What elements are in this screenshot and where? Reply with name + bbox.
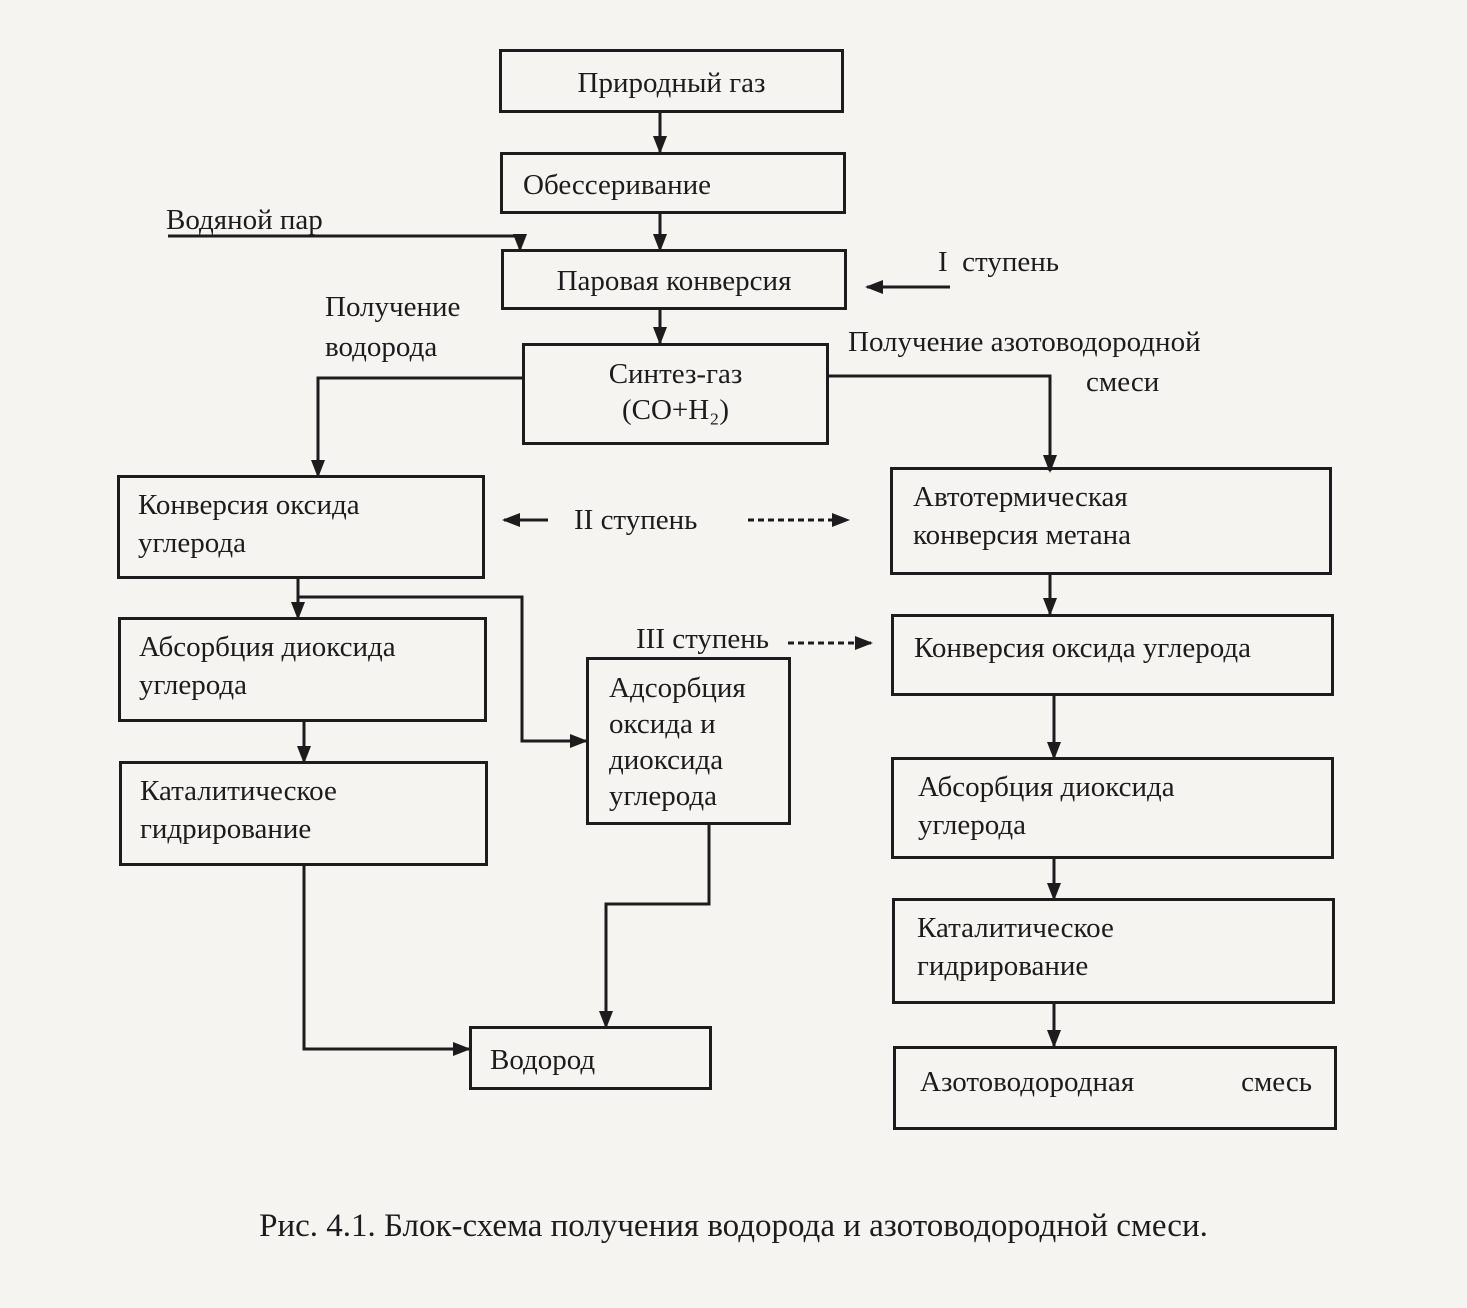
figure-caption: Рис. 4.1. Блок-схема получения водорода … <box>259 1208 1208 1244</box>
arrow-adsorption-to-hydrogen <box>599 824 711 1029</box>
box-steam-conversion: Паровая конверсия <box>501 249 847 310</box>
box-autothermal: Автотермическая конверсия метана <box>890 467 1332 575</box>
box-co2-absorption-left: Абсорбция диоксида углерода <box>118 617 487 722</box>
box-co-conversion-right: Конверсия оксида углерода <box>891 614 1334 696</box>
label-hydrogen-production: Получение водорода <box>325 291 461 363</box>
box-catalytic-hydro-left: Каталитическое гидрирование <box>119 761 488 866</box>
arrow-water-steam <box>168 234 527 252</box>
box-co2-absorption-right: Абсорбция диоксида углерода <box>891 757 1334 859</box>
label-nh-production: Получение азотоводородной смеси <box>848 326 1201 398</box>
label-stage2: II ступень <box>574 504 698 536</box>
arrow-syngas-to-right-branch <box>828 374 1057 473</box>
box-nh-mixture: Азотоводородная смесь <box>893 1046 1337 1130</box>
box-hydrogen: Водород <box>469 1026 712 1090</box>
box-adsorption: Адсорбция оксида и диоксида углерода <box>586 657 791 825</box>
box-co-conversion-left: Конверсия оксида углерода <box>117 475 485 579</box>
label-stage3: III ступень <box>636 623 770 655</box>
arrow-syngas-to-left-branch <box>311 376 522 478</box>
arrow-catalytic-to-hydrogen <box>302 866 471 1056</box>
box-syngas: Синтез-газ (CO+H₂) <box>522 343 829 445</box>
box-natural-gas: Природный газ <box>499 49 844 113</box>
label-stage1: I ступень <box>938 246 1059 278</box>
label-water-steam: Водяной пар <box>166 204 323 236</box>
box-catalytic-hydro-right: Каталитическое гидрирование <box>892 898 1335 1004</box>
box-desulfurization: Обессеривание <box>500 152 846 214</box>
arrow-co-conversion-to-adsorption <box>298 595 588 748</box>
